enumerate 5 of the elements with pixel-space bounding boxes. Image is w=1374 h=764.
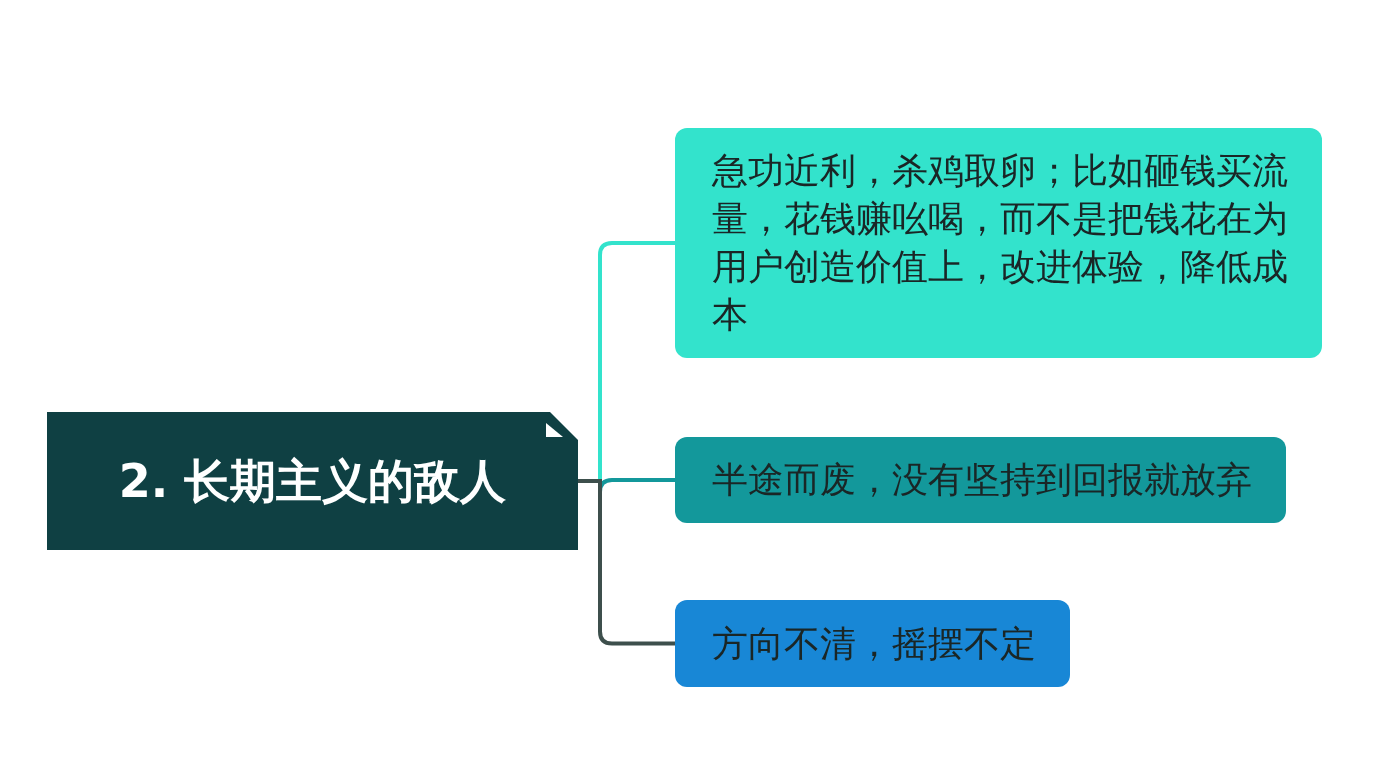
subtopic-box: 急功近利，杀鸡取卵；比如砸钱买流量，花钱赚吆喝，而不是把钱花在为用户创造价值上，改进体验，降低成本	[675, 128, 1322, 358]
topic-text: 2. 长期主义的敌人	[118, 453, 507, 509]
subtopic-box: 方向不清，摇摆不定	[675, 600, 1070, 687]
connector-line	[578, 479, 675, 646]
subtopic-box: 半途而废，没有坚持到回报就放弃	[675, 437, 1286, 523]
